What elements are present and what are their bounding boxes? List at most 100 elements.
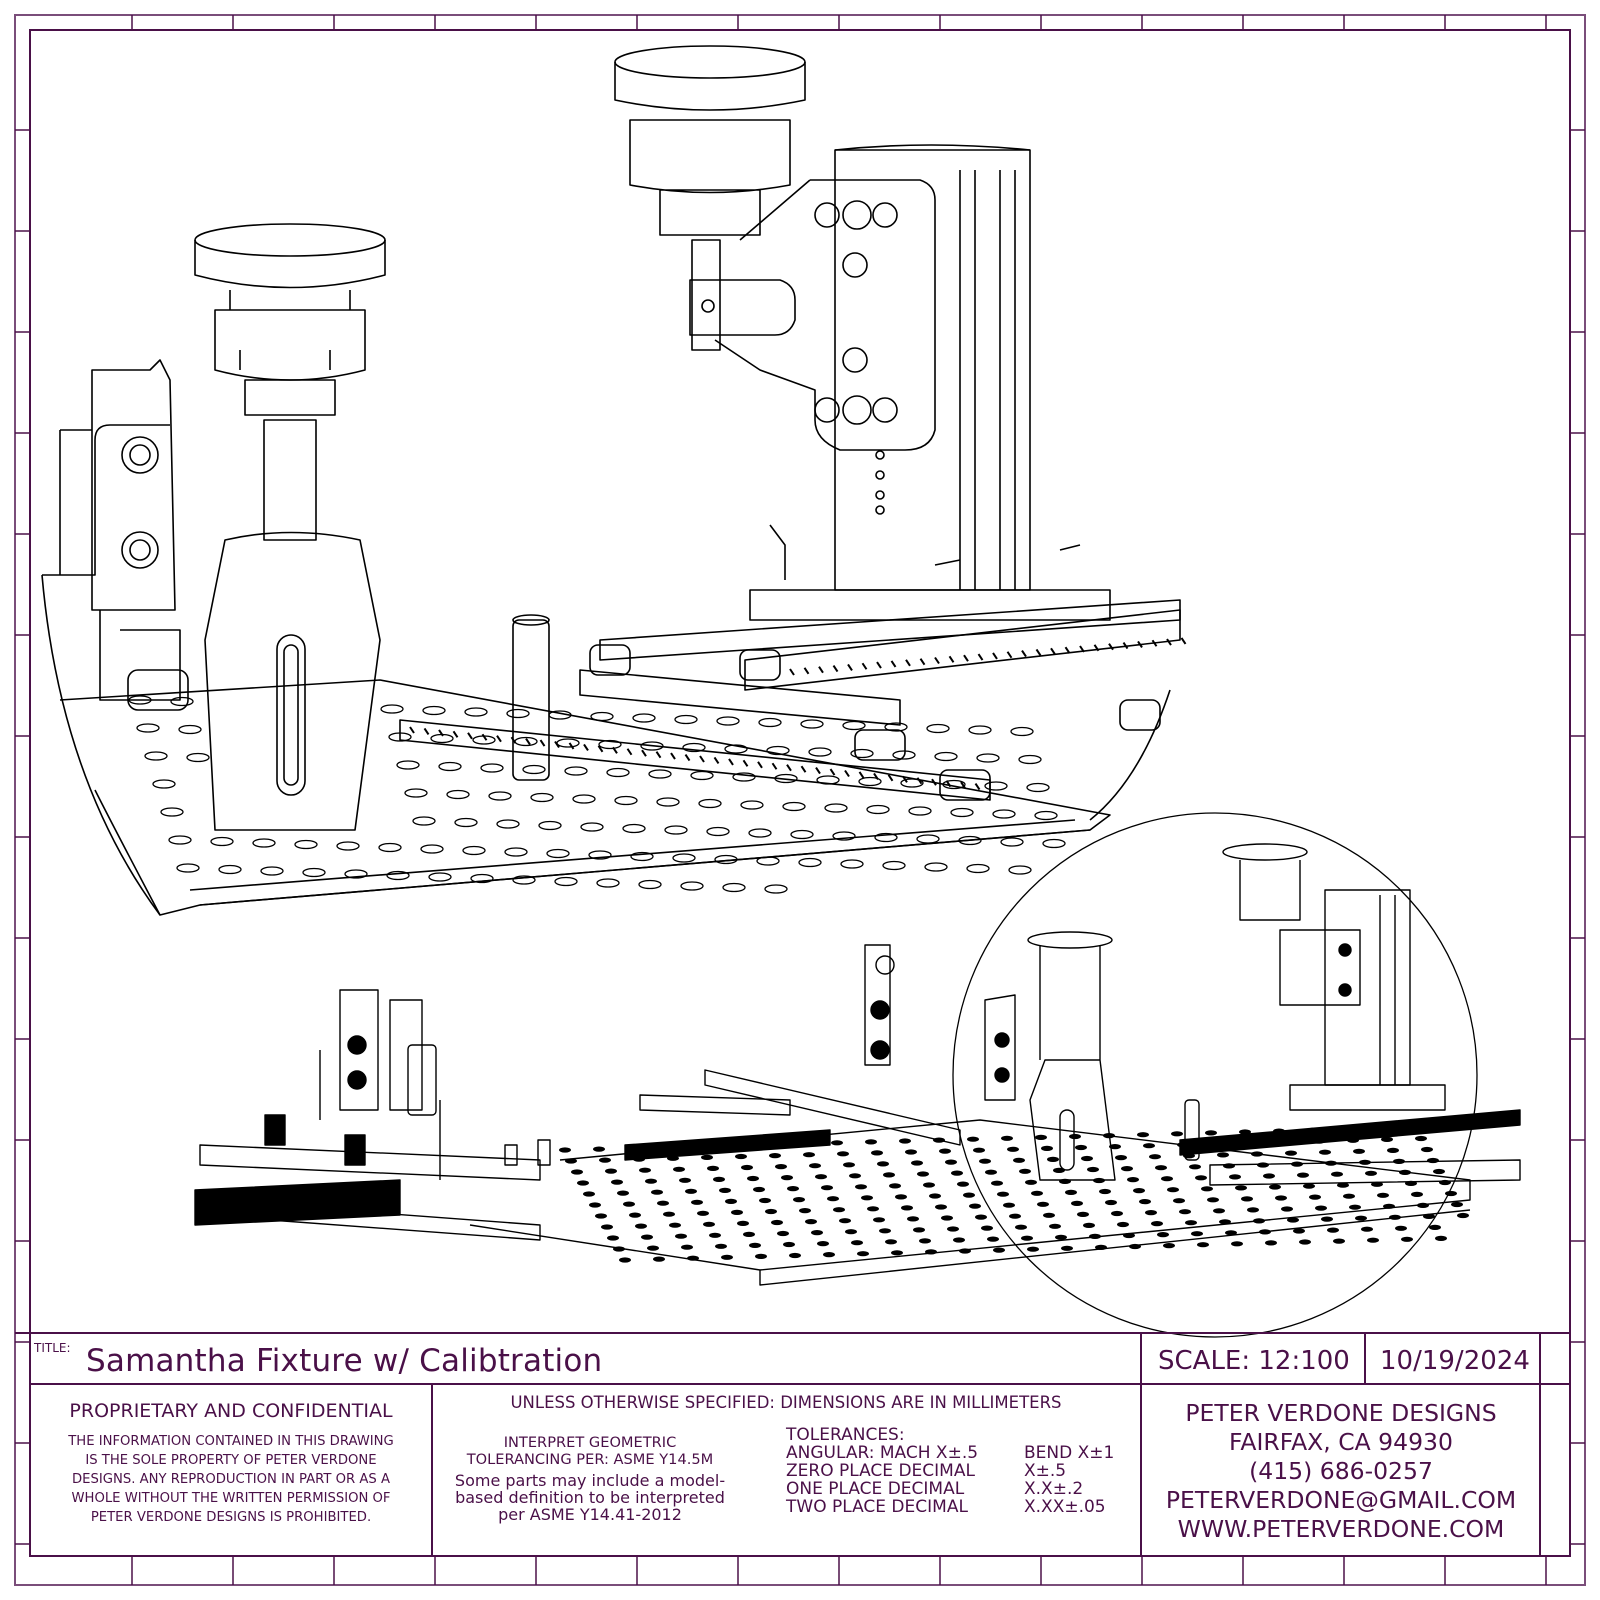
title-block-lines — [15, 1332, 1570, 1556]
rail-slot — [832, 664, 839, 673]
plate-hole — [741, 1164, 753, 1171]
rail-slot — [670, 752, 676, 760]
plate-hole — [916, 834, 940, 844]
plate-hole — [1389, 1214, 1401, 1220]
rail-slot — [554, 740, 560, 749]
plate-hole — [715, 1243, 727, 1249]
plate-hole — [470, 873, 494, 884]
plate-hole — [176, 863, 200, 873]
plate-hole — [605, 1168, 617, 1174]
drawing-date: 10/19/2024 — [1380, 1346, 1530, 1376]
plate-hole — [1000, 837, 1024, 847]
tolerance-value: BEND X±1 — [1024, 1443, 1115, 1463]
rail-slot — [1122, 641, 1129, 650]
plate-hole — [1035, 1134, 1047, 1140]
plate-hole — [554, 876, 578, 887]
plate-hole — [565, 1158, 577, 1164]
plate-hole — [556, 738, 580, 748]
plate-hole — [446, 789, 470, 800]
overall-view — [194, 843, 1521, 1286]
plate-hole — [571, 1169, 583, 1175]
plate-hole — [496, 819, 520, 829]
plate-hole — [1433, 1168, 1445, 1175]
tolerance-value: X.X±.2 — [1024, 1479, 1084, 1499]
plate-hole — [766, 745, 790, 756]
rail-slot — [916, 777, 923, 785]
plate-hole — [1421, 1146, 1433, 1153]
plate-hole — [1129, 1243, 1141, 1250]
plate-hole — [630, 851, 654, 862]
plate-hole — [724, 744, 748, 754]
plate-hole — [764, 884, 788, 894]
plate-hole — [1042, 838, 1066, 849]
rail-slot — [1108, 643, 1114, 651]
plate-hole — [731, 1209, 743, 1215]
plate-hole — [687, 1255, 699, 1261]
plate-hole — [538, 820, 562, 831]
plate-hole — [1195, 1175, 1207, 1181]
plate-hole — [1319, 1149, 1331, 1155]
rail-slot — [757, 761, 763, 769]
v-block-clamp — [91, 359, 176, 611]
plate-hole — [1037, 1201, 1049, 1207]
rail-slot — [641, 749, 647, 757]
mbd-line: Some parts may include a model- — [454, 1471, 726, 1490]
plate-hole — [1259, 1229, 1271, 1235]
drawing-title: Samantha Fixture w/ Calibtration — [86, 1343, 603, 1379]
rail-slot — [977, 653, 984, 661]
plate-hole — [756, 856, 780, 866]
plate-hole — [1099, 1188, 1111, 1195]
locating-pin — [512, 619, 550, 781]
plate-hole — [1285, 1150, 1297, 1156]
plate-hole — [1257, 1162, 1269, 1168]
plate-hole — [725, 1198, 737, 1204]
tolerance-label: ANGULAR: MACH X±.5 — [786, 1443, 979, 1463]
plate-hole — [657, 1200, 669, 1206]
rail-slot — [713, 756, 720, 765]
rail-slot — [728, 758, 734, 766]
proprietary-notice: THE INFORMATION CONTAINED IN THIS DRAWIN… — [32, 1432, 430, 1527]
proprietary-line: DESIGNS. ANY REPRODUCTION IN PART OR AS … — [72, 1472, 390, 1487]
plate-hole — [799, 1208, 811, 1214]
plate-hole — [606, 767, 630, 778]
plate-hole — [1205, 1130, 1217, 1136]
rail-slot — [1050, 647, 1056, 655]
plate-hole — [951, 1170, 963, 1176]
plate-hole — [422, 705, 446, 716]
plate-hole — [849, 1173, 861, 1179]
plate-hole — [698, 798, 722, 809]
plate-hole — [1155, 1165, 1167, 1171]
plate-hole — [160, 807, 184, 817]
rail-slot — [905, 659, 911, 667]
zone-ticks — [15, 15, 1585, 1585]
overall-fixture-plate — [469, 1119, 1471, 1271]
plate-hole — [867, 1206, 879, 1212]
title-label: TITLE: — [34, 1341, 71, 1355]
plate-hole — [1231, 1241, 1243, 1247]
plate-hole — [168, 835, 192, 845]
rail-slot — [789, 668, 795, 676]
plate-hole — [1157, 1232, 1169, 1238]
plate-hole — [664, 825, 688, 835]
plate-hole — [722, 882, 746, 893]
plate-hole — [963, 1192, 975, 1198]
plate-hole — [1027, 1246, 1039, 1252]
plate-hole — [1207, 1197, 1219, 1203]
plate-hole — [186, 752, 210, 763]
plate-hole — [873, 1217, 885, 1223]
plate-hole — [755, 1253, 767, 1259]
plate-hole — [679, 1177, 691, 1183]
tolerance-row: TWO PLACE DECIMAL X.XX±.05 — [786, 1498, 1114, 1516]
plate-hole — [899, 1138, 911, 1144]
plate-hole — [934, 751, 958, 762]
plate-hole — [845, 1229, 857, 1235]
plate-hole — [674, 714, 698, 725]
plate-hole — [1009, 1213, 1021, 1219]
plate-hole — [1303, 1183, 1315, 1189]
plate-hole — [1105, 1199, 1117, 1206]
rail-slot — [902, 775, 908, 783]
plate-hole — [1031, 1190, 1043, 1196]
plate-hole — [1383, 1203, 1395, 1209]
plate-hole — [648, 769, 672, 779]
units-note: UNLESS OTHERWISE SPECIFIED: DIMENSIONS A… — [510, 1393, 1062, 1412]
